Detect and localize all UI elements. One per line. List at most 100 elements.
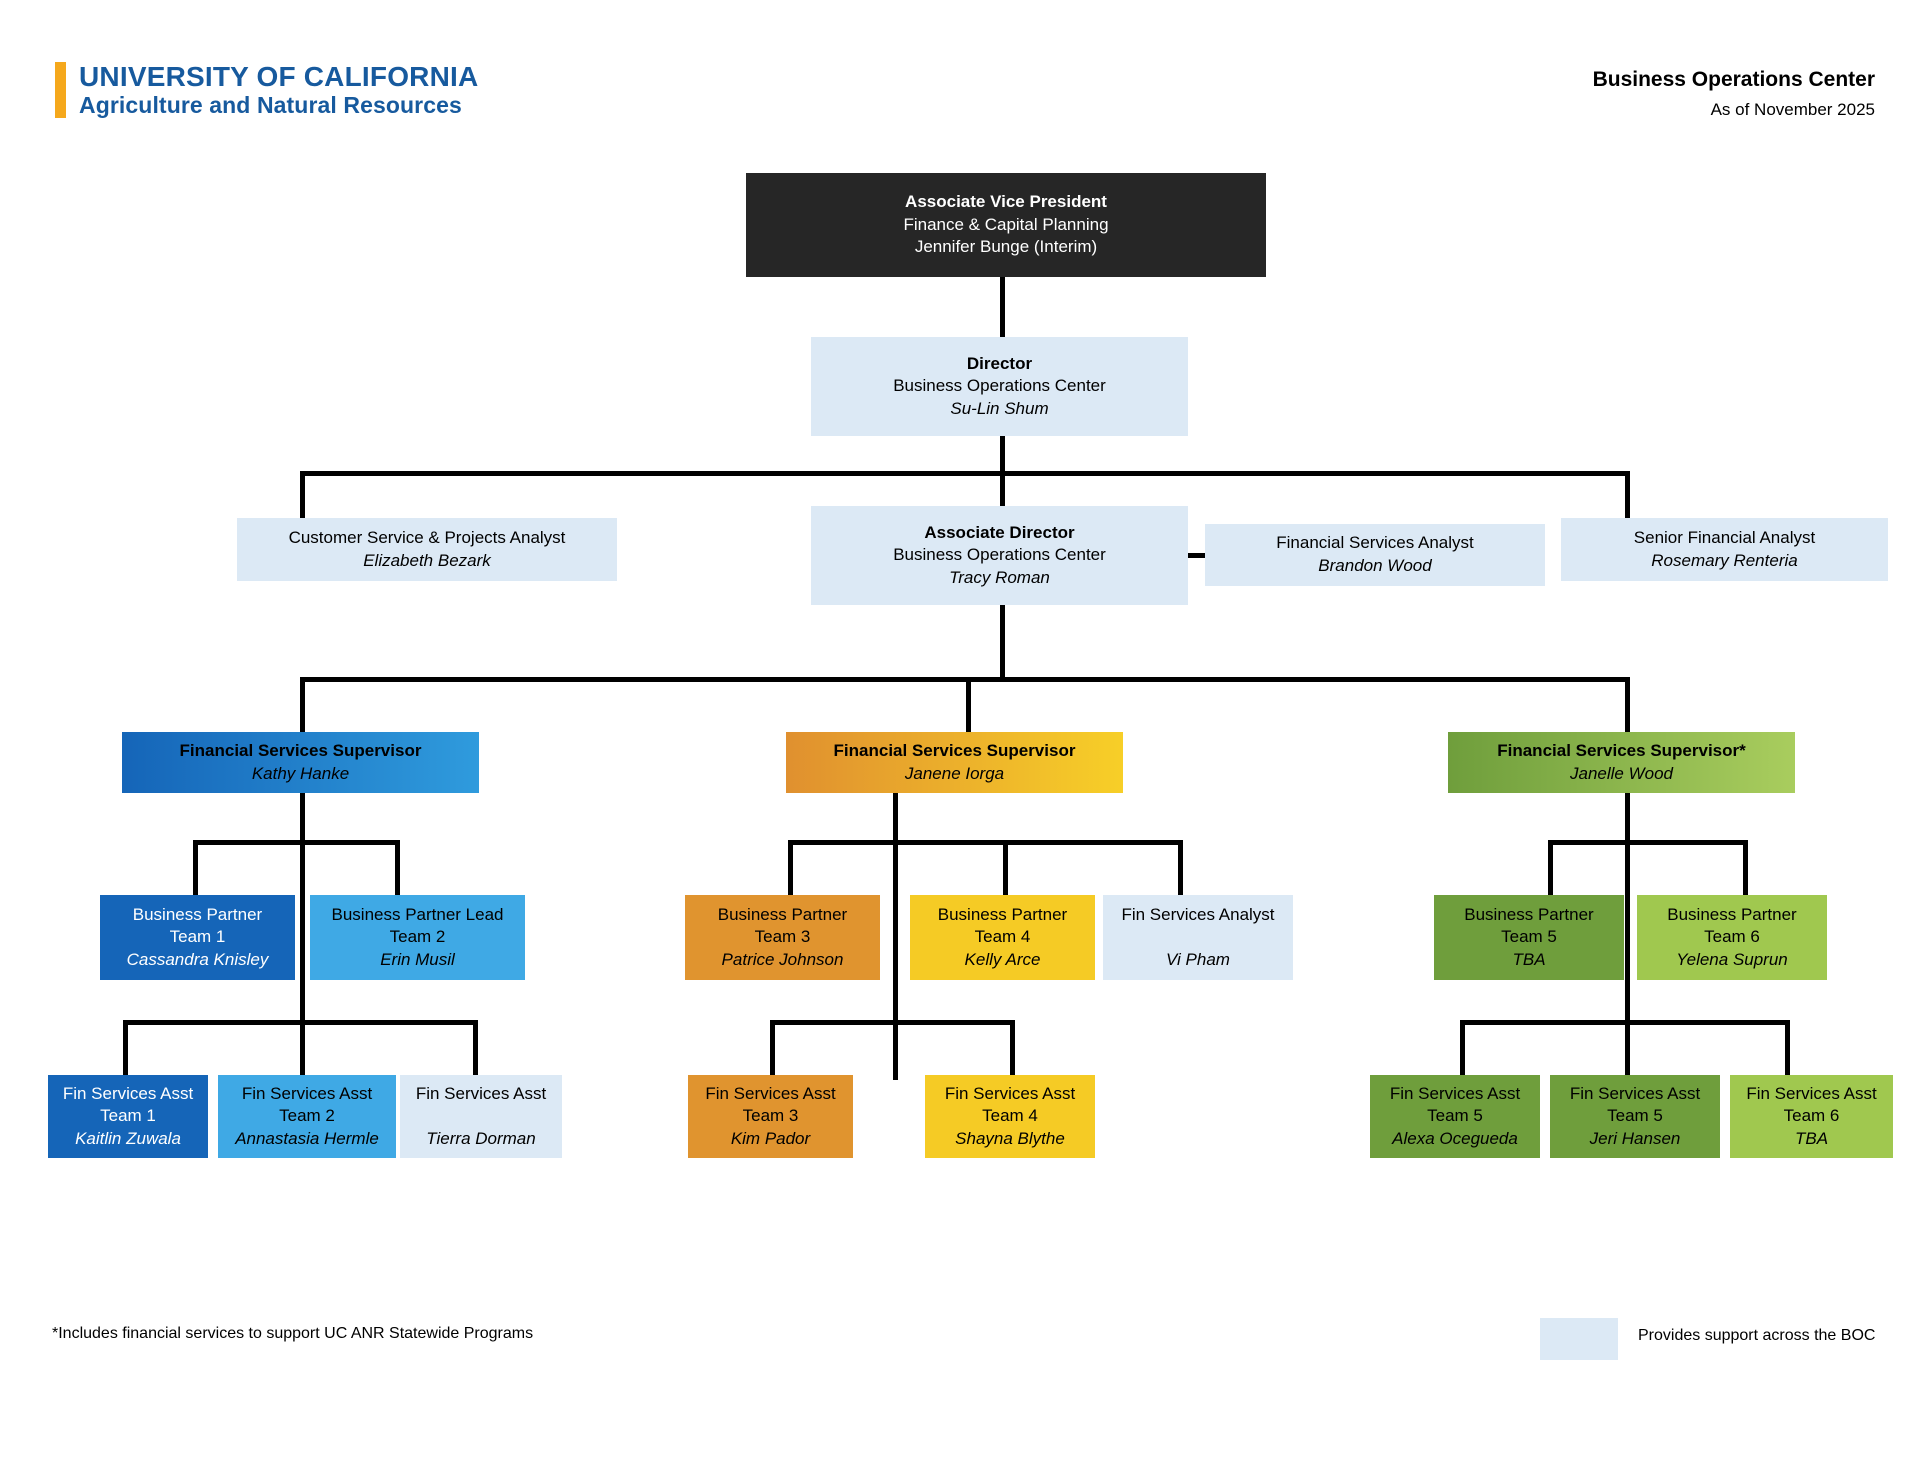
node-supervisor-green[interactable]: Financial Services Supervisor* Janelle W… <box>1448 732 1795 793</box>
node-title: Fin Services Asst <box>1389 1083 1521 1103</box>
node-person: Cassandra Knisley <box>126 949 269 969</box>
connector-blue-bp2-drop <box>395 840 400 895</box>
node-person: TBA <box>1512 949 1546 969</box>
connector-assocdir-down <box>1000 605 1005 677</box>
node-person: Elizabeth Bezark <box>363 550 491 570</box>
node-fin-services-asst-team1[interactable]: Fin Services Asst Team 1 Kaitlin Zuwala <box>48 1075 208 1158</box>
node-associate-director[interactable]: Associate Director Business Operations C… <box>811 506 1188 605</box>
connector-green-trunk <box>1625 793 1630 1080</box>
node-business-partner-team3[interactable]: Business Partner Team 3 Patrice Johnson <box>685 895 880 980</box>
node-director[interactable]: Director Business Operations Center Su-L… <box>811 337 1188 436</box>
node-fin-services-asst-team5-alexa[interactable]: Fin Services Asst Team 5 Alexa Ocegueda <box>1370 1075 1540 1158</box>
node-title: Fin Services Analyst <box>1121 904 1275 924</box>
connector-blue-trunk <box>300 793 305 1080</box>
connector-green-bp6-drop <box>1743 840 1748 895</box>
node-associate-vice-president[interactable]: Associate Vice President Finance & Capit… <box>746 173 1266 277</box>
node-business-partner-lead-team2[interactable]: Business Partner Lead Team 2 Erin Musil <box>310 895 525 980</box>
node-title: Financial Services Analyst <box>1276 533 1474 553</box>
node-person: Tierra Dorman <box>426 1128 536 1148</box>
connector-director-down <box>1000 436 1005 471</box>
node-person: Janene Iorga <box>904 763 1005 783</box>
node-fin-services-asst-team2[interactable]: Fin Services Asst Team 2 Annastasia Herm… <box>218 1075 396 1158</box>
node-person: Patrice Johnson <box>721 949 844 969</box>
node-team: Team 5 <box>1501 927 1557 947</box>
node-title: Director <box>966 353 1033 373</box>
node-person: Su-Lin Shum <box>950 398 1049 418</box>
legend-swatch-pale-blue <box>1540 1318 1618 1360</box>
node-title: Financial Services Supervisor <box>179 740 422 760</box>
connector-orange-fa4-drop <box>770 1020 775 1075</box>
connector-orange-fa5-drop <box>1010 1020 1015 1075</box>
node-title: Customer Service & Projects Analyst <box>288 527 566 547</box>
connector-orange-bp3-drop <box>788 840 793 895</box>
node-person: Tracy Roman <box>949 567 1050 587</box>
node-title: Business Partner <box>1667 904 1797 924</box>
node-title: Fin Services Asst <box>1569 1083 1701 1103</box>
connector-avp-director <box>1000 277 1005 337</box>
node-title: Fin Services Asst <box>415 1083 547 1103</box>
node-title: Senior Financial Analyst <box>1633 527 1816 547</box>
node-supervisor-orange[interactable]: Financial Services Supervisor Janene Ior… <box>786 732 1123 793</box>
connector-green-bp-bus <box>1548 840 1748 845</box>
connector-bus-to-sup-orange <box>966 677 971 732</box>
node-person: Vi Pham <box>1166 949 1230 969</box>
node-fin-services-asst-team4[interactable]: Fin Services Asst Team 4 Shayna Blythe <box>925 1075 1095 1158</box>
node-fin-services-asst-team3[interactable]: Fin Services Asst Team 3 Kim Pador <box>688 1075 853 1158</box>
node-business-partner-team6[interactable]: Business Partner Team 6 Yelena Suprun <box>1637 895 1827 980</box>
node-team: Team 4 <box>974 927 1031 947</box>
node-person: Shayna Blythe <box>955 1128 1065 1148</box>
node-person: Brandon Wood <box>1318 556 1432 575</box>
node-business-partner-team5[interactable]: Business Partner Team 5 TBA <box>1434 895 1624 980</box>
node-person: Janelle Wood <box>1569 763 1673 783</box>
node-title: Fin Services Asst <box>241 1083 373 1103</box>
connector-blue-fa-bus <box>123 1020 478 1025</box>
node-unit: Finance & Capital Planning <box>903 214 1109 234</box>
node-fin-services-asst-team6[interactable]: Fin Services Asst Team 6 TBA <box>1730 1075 1893 1158</box>
footnote-text: *Includes financial services to support … <box>52 1325 534 1342</box>
connector-bus-to-sr-analyst <box>1625 471 1630 518</box>
connector-green-fa8-drop <box>1785 1020 1790 1075</box>
node-title: Financial Services Supervisor* <box>1497 740 1746 760</box>
connector-blue-fa1-drop <box>123 1020 128 1075</box>
node-title: Fin Services Asst <box>944 1083 1076 1103</box>
node-title: Business Partner Lead <box>331 904 504 924</box>
connector-green-fa-bus <box>1460 1020 1790 1025</box>
node-team: Team 6 <box>1704 927 1760 947</box>
node-person: TBA <box>1794 1128 1829 1148</box>
connector-blue-bp1-drop <box>193 840 198 895</box>
node-title: Fin Services Asst <box>1746 1083 1877 1103</box>
page-title: Business Operations Center <box>1592 68 1875 91</box>
connector-supervisor-bus <box>300 677 1630 682</box>
node-person: Erin Musil <box>380 949 455 969</box>
node-business-partner-team1[interactable]: Business Partner Team 1 Cassandra Knisle… <box>100 895 295 980</box>
node-team: Team 4 <box>982 1106 1038 1126</box>
node-team: Team 5 <box>1607 1106 1663 1126</box>
node-senior-financial-analyst[interactable]: Senior Financial Analyst Rosemary Renter… <box>1561 518 1888 581</box>
node-financial-services-analyst[interactable]: Financial Services Analyst Brandon Wood <box>1205 524 1545 586</box>
node-person: Kaitlin Zuwala <box>75 1128 181 1148</box>
node-team: Team 3 <box>742 1106 799 1126</box>
node-fin-services-asst-tierra-dorman[interactable]: Fin Services Asst Tierra Dorman <box>400 1075 562 1158</box>
connector-green-bp5-drop <box>1548 840 1553 895</box>
node-title: Associate Vice President <box>905 192 1107 212</box>
connector-bus-to-sup-green <box>1625 677 1630 732</box>
node-title: Business Partner <box>937 904 1068 924</box>
node-unit: Business Operations Center <box>893 376 1106 396</box>
node-fin-services-asst-team5-jeri[interactable]: Fin Services Asst Team 5 Jeri Hansen <box>1550 1075 1720 1158</box>
node-team: Team 2 <box>279 1106 335 1126</box>
connector-green-fa6-drop <box>1460 1020 1465 1075</box>
node-business-partner-team4[interactable]: Business Partner Team 4 Kelly Arce <box>910 895 1095 980</box>
node-person: Kelly Arce <box>964 949 1041 969</box>
connector-orange-fsa-drop <box>1178 840 1183 895</box>
node-person: Jennifer Bunge (Interim) <box>914 237 1098 257</box>
node-person: Alexa Ocegueda <box>1392 1128 1518 1148</box>
logo-division-name: Agriculture and Natural Resources <box>79 91 462 118</box>
logo-university-name: UNIVERSITY OF CALIFORNIA <box>79 61 479 93</box>
connector-bus-to-assoc-dir <box>1000 471 1005 506</box>
node-fin-services-analyst-vi-pham[interactable]: Fin Services Analyst Vi Pham <box>1103 895 1293 980</box>
node-person: Yelena Suprun <box>1676 949 1788 969</box>
node-team: Team 6 <box>1783 1106 1840 1126</box>
node-customer-service-projects-analyst[interactable]: Customer Service & Projects Analyst Eliz… <box>237 518 617 581</box>
node-supervisor-blue[interactable]: Financial Services Supervisor Kathy Hank… <box>122 732 479 793</box>
